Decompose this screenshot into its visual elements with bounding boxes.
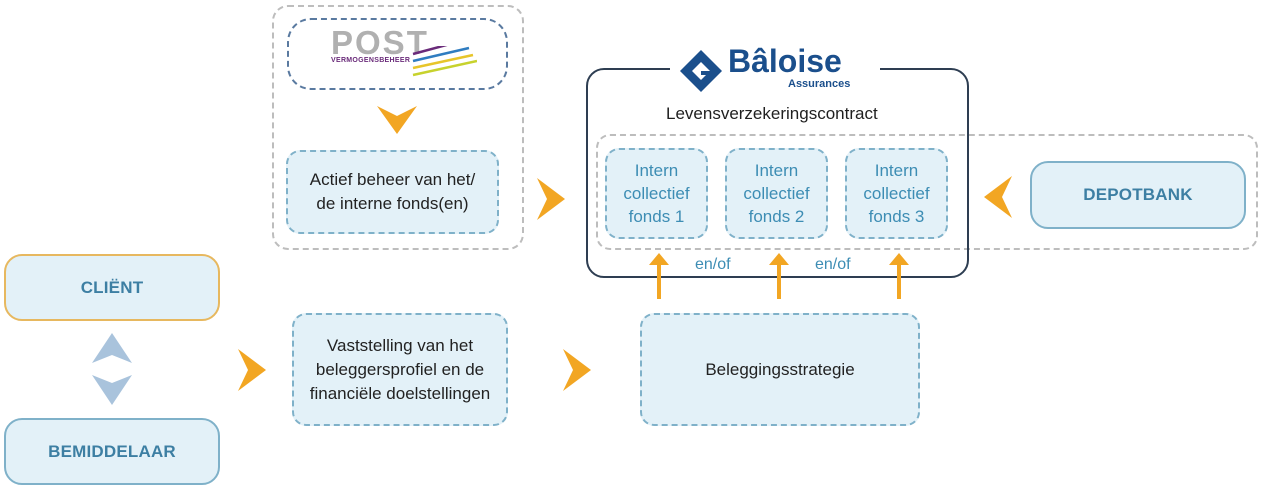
post-logo-subline: VERMOGENSBEHEER (331, 57, 411, 64)
asset-manager-region (272, 5, 524, 250)
arrow-right-icon (238, 349, 266, 391)
active-management-box: Actief beheer van het/ de interne fonds(… (286, 150, 499, 234)
arrow-up-icon (649, 253, 669, 299)
post-logo-stripes (412, 46, 477, 77)
and-or-label-1: en/of (695, 256, 731, 273)
arrow-left-icon (984, 176, 1012, 218)
client-label: CLIËNT (80, 277, 144, 297)
profile-label: Vaststelling van het beleggersprofiel en… (309, 335, 491, 403)
baloise-logo-icon (680, 50, 722, 92)
fund-box-3: Intern collectief fonds 3 (845, 148, 948, 239)
post-logo-box: POST VERMOGENSBEHEER (287, 18, 508, 90)
arrow-right-icon (537, 178, 565, 220)
and-or-label-2: en/of (815, 256, 851, 273)
arrow-up-icon (889, 253, 909, 299)
arrow-up-icon (769, 253, 789, 299)
intermediary-label: BEMIDDELAAR (48, 441, 176, 461)
fund-box-2: Intern collectief fonds 2 (725, 148, 828, 239)
client-box: CLIËNT (4, 254, 220, 321)
profile-box: Vaststelling van het beleggersprofiel en… (292, 313, 508, 426)
fund-3-label: Intern collectief fonds 3 (863, 161, 930, 226)
fund-1-label: Intern collectief fonds 1 (623, 161, 690, 226)
strategy-label: Beleggingsstrategie (705, 359, 855, 379)
depotbank-label: DEPOTBANK (1083, 185, 1193, 204)
intermediary-box: BEMIDDELAAR (4, 418, 220, 485)
baloise-logo-name: Bâloise (728, 43, 842, 79)
post-logo-word: POST (331, 24, 429, 61)
strategy-box: Beleggingsstrategie (640, 313, 920, 426)
post-logo: POST VERMOGENSBEHEER (329, 24, 477, 84)
fund-2-label: Intern collectief fonds 2 (743, 161, 810, 226)
arrow-down-icon (377, 106, 417, 134)
active-management-label: Actief beheer van het/ de interne fonds(… (309, 170, 476, 213)
baloise-logo-sub: Assurances (788, 78, 851, 90)
depotbank-box: DEPOTBANK (1030, 161, 1246, 229)
arrow-right-icon (563, 349, 591, 391)
up-down-arrow-icon (92, 333, 132, 405)
baloise-logo: Bâloise Assurances (670, 40, 880, 96)
contract-title: Levensverzekeringscontract (666, 104, 878, 123)
fund-box-1: Intern collectief fonds 1 (605, 148, 708, 239)
fund-band (596, 134, 1258, 250)
